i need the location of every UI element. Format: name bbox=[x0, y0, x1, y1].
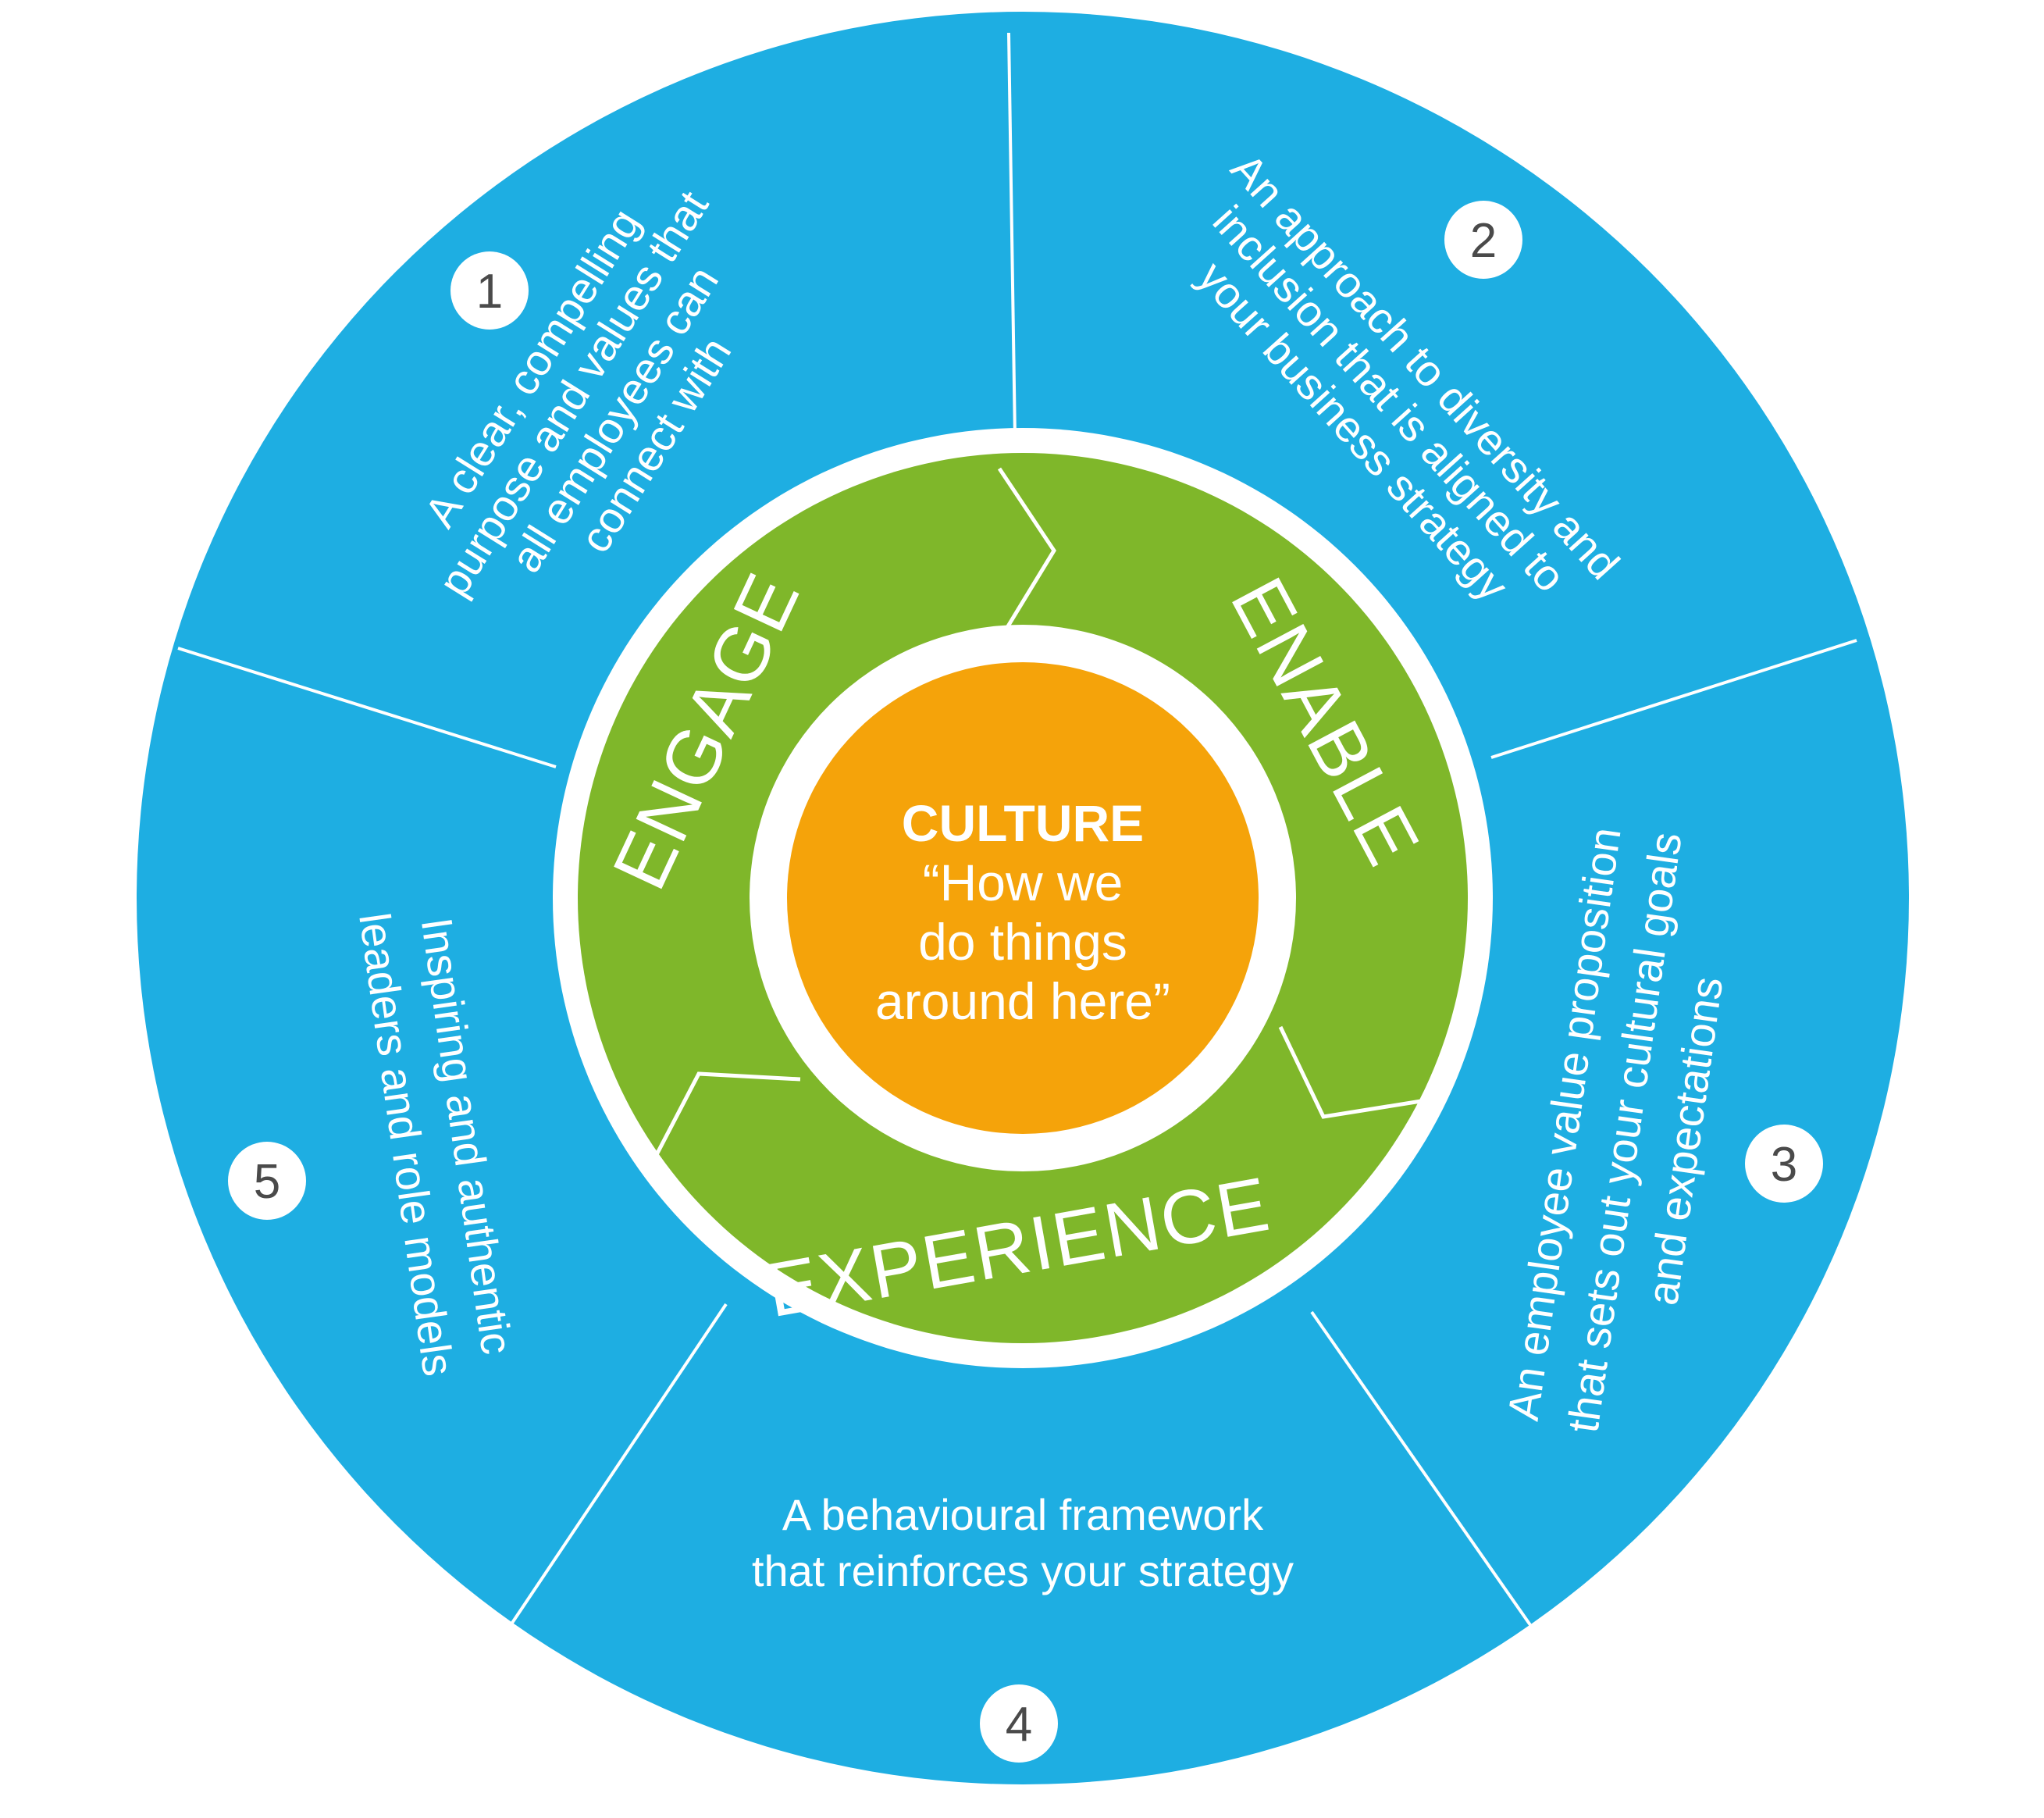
segment-3-number-badge bbox=[1745, 1125, 1823, 1203]
segment-divider bbox=[1490, 639, 1857, 759]
chevron-experience-engage bbox=[650, 1071, 801, 1165]
segment-line: that reinforces your strategy bbox=[752, 1546, 1294, 1595]
segment-2-number-badge bbox=[1444, 201, 1522, 279]
segment-2-number: 2 bbox=[1470, 214, 1497, 268]
chevron-engage-enable bbox=[997, 467, 1056, 642]
segment-4-description: A behavioural framework that reinforces y… bbox=[752, 1490, 1294, 1595]
segment-dividers bbox=[177, 32, 1857, 1634]
chevron-enable-experience bbox=[1278, 1025, 1422, 1119]
segment-4-number-badge bbox=[980, 1684, 1058, 1763]
segment-divider bbox=[1007, 32, 1017, 438]
segment-divider bbox=[504, 1303, 728, 1634]
segment-3-number: 3 bbox=[1771, 1138, 1797, 1192]
segment-1-number-badge bbox=[450, 251, 529, 330]
segment-4: A behavioural framework that reinforces y… bbox=[752, 1490, 1294, 1763]
segment-divider bbox=[177, 647, 557, 768]
segment-4-number: 4 bbox=[1006, 1698, 1032, 1752]
stage-chevrons bbox=[650, 467, 1422, 1165]
culture-line-2: do things bbox=[918, 913, 1127, 971]
culture-core bbox=[787, 662, 1259, 1134]
segment-line: A behavioural framework bbox=[782, 1490, 1264, 1539]
segment-1-number: 1 bbox=[476, 265, 503, 319]
segment-divider bbox=[1310, 1310, 1536, 1632]
segment-5-number-badge bbox=[228, 1142, 306, 1220]
culture-title: CULTURE bbox=[902, 794, 1144, 852]
culture-line-3: around here” bbox=[875, 972, 1170, 1030]
segment-5-number: 5 bbox=[254, 1155, 280, 1209]
culture-line-1: “How we bbox=[923, 854, 1123, 911]
